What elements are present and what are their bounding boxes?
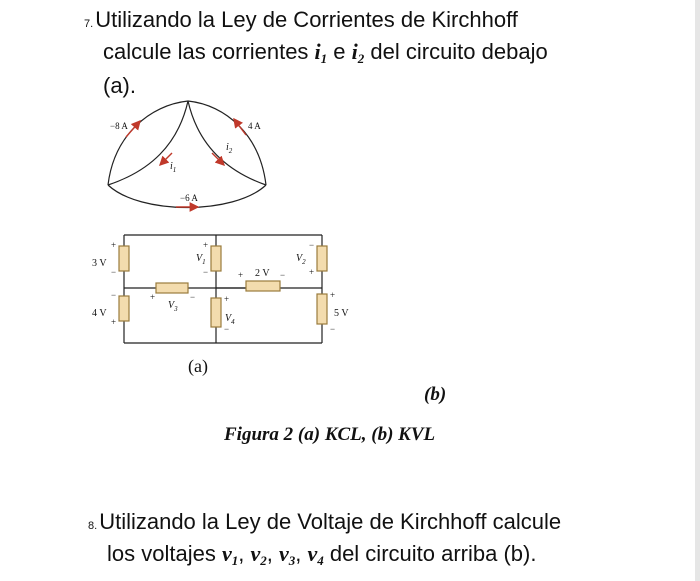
label-4a: 4 A (248, 121, 261, 131)
question-8-line-1: 8.Utilizando la Ley de Voltaje de Kirchh… (88, 509, 562, 534)
question-number: 7. (84, 18, 94, 30)
label-5v: 5 V (334, 308, 349, 319)
resistor-v1 (210, 245, 222, 272)
kcl-branch-inner-left (107, 100, 189, 186)
question-7-line-2: calcule las corrientes i1 e i2 del circu… (103, 39, 548, 66)
question-7-line-1: 7.Utilizando la Ley de Corrientes de Kir… (84, 7, 518, 32)
polarity-v3-plus: + (150, 292, 155, 302)
polarity-v1-minus: − (203, 267, 208, 277)
label-minus-6a: −6 A (180, 193, 198, 203)
label-minus-8a: −8 A (110, 121, 128, 131)
polarity-v3-minus: − (190, 292, 195, 302)
polarity-5v-plus: + (330, 290, 335, 300)
label-v3: V3 (168, 300, 178, 313)
page-edge (695, 0, 700, 581)
arrow-4a (233, 117, 247, 136)
polarity-4v-minus: − (111, 290, 116, 300)
label-v4: V4 (225, 313, 235, 326)
figure-a-label: (a) (188, 356, 208, 376)
polarity-5v-minus: − (330, 324, 335, 334)
label-i1: i1 (170, 161, 176, 174)
resistor-v4 (210, 297, 222, 328)
arrow-i1 (159, 152, 173, 166)
figure-caption: Figura 2 (a) KCL, (b) KVL (224, 424, 436, 445)
polarity-v4-plus: + (224, 294, 229, 304)
resistor-v2 (316, 245, 328, 272)
polarity-2v-minus: − (280, 270, 285, 280)
arrow-i2 (211, 152, 225, 166)
question-number: 8. (88, 520, 98, 532)
label-i2: i2 (226, 142, 233, 155)
question-8-line-2: los voltajes v1, v2, v3, v4 del circuito… (107, 541, 537, 568)
kcl-branch-inner-right (187, 100, 267, 186)
polarity-2v-plus: + (238, 270, 243, 280)
label-2v: 2 V (255, 268, 270, 279)
question-8: 8.Utilizando la Ley de Voltaje de Kirchh… (88, 508, 688, 574)
label-v2: V2 (296, 253, 306, 266)
source-2v (245, 280, 281, 292)
resistor-v3 (155, 282, 189, 294)
question-7: 7.Utilizando la Ley de Corrientes de Kir… (84, 6, 684, 99)
polarity-4v-plus: + (111, 317, 116, 327)
source-3v (118, 245, 130, 272)
source-5v (316, 293, 328, 325)
source-4v (118, 295, 130, 322)
label-3v: 3 V (92, 258, 107, 269)
label-v1: V1 (196, 253, 206, 266)
figure-b-label: (b) (424, 384, 447, 405)
arrow-minus-8a (125, 119, 141, 138)
polarity-v2-plus: + (309, 267, 314, 277)
label-4v: 4 V (92, 308, 107, 319)
polarity-3v-plus: + (111, 240, 116, 250)
polarity-v2-minus: − (309, 240, 314, 250)
polarity-v1-plus: + (203, 240, 208, 250)
polarity-v4-minus: − (224, 324, 229, 334)
kcl-node-diagram: −8 A 4 A i1 i2 −6 A (107, 100, 267, 212)
question-7-line-3: (a). (103, 73, 136, 98)
kvl-circuit-diagram: 3 V 4 V 2 V 5 V V1 V2 V3 V4 + − − + + − … (92, 234, 349, 344)
polarity-3v-minus: − (111, 267, 116, 277)
